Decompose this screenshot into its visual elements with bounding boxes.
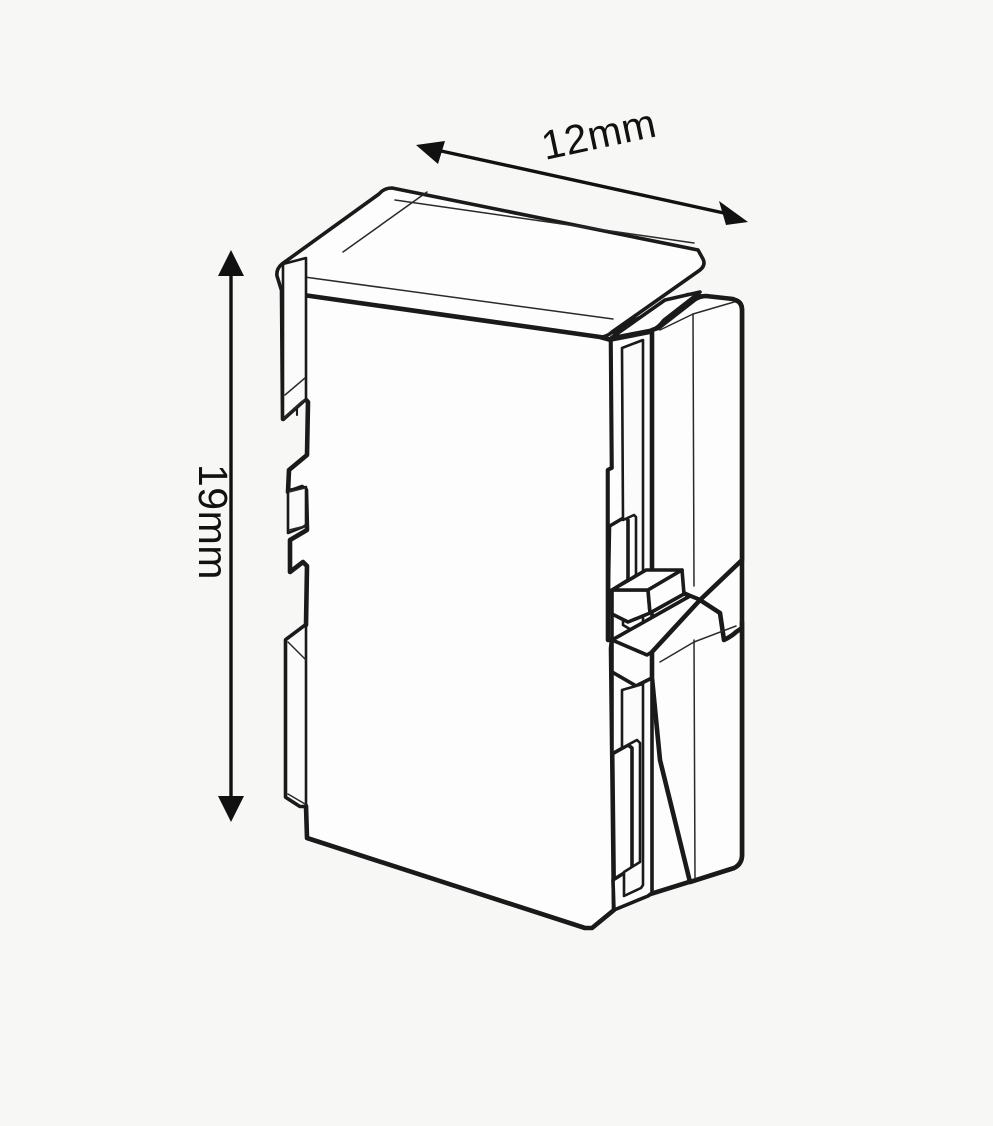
left-upper-recess-base <box>283 399 305 419</box>
right-lower-rail-inner <box>620 682 645 898</box>
dimension-height-19mm: 19mm <box>190 250 244 822</box>
bottom-front-edge <box>305 836 587 930</box>
dimension-width-arrowhead-right <box>719 201 748 225</box>
left-middle-tab-bottom <box>288 525 306 531</box>
dimension-height-arrowhead-bottom <box>218 796 244 822</box>
front-right-border <box>598 335 613 342</box>
enclosure-part <box>275 186 745 931</box>
right-upper-post-fold <box>692 313 695 587</box>
left-lower-recess <box>284 623 308 808</box>
dimension-height-label: 19mm <box>190 464 236 580</box>
right-lower-post <box>649 597 745 885</box>
right-upper-post <box>649 293 745 603</box>
right-lower-post-fold <box>693 639 696 879</box>
left-lower-recess-top-fold <box>287 641 307 661</box>
dimension-width-line <box>431 147 734 217</box>
left-upper-recess <box>281 256 308 421</box>
left-notch-step-upper <box>286 453 309 494</box>
top-face-lid-step <box>342 191 428 253</box>
dimension-height-arrowhead-top <box>218 250 244 276</box>
left-middle-tab-top <box>288 487 306 493</box>
front-face <box>279 289 617 931</box>
top-face-seam-outer <box>296 275 614 320</box>
right-lower-post-top-fold <box>659 625 737 663</box>
left-notch-step-lower <box>288 528 309 574</box>
left-lower-recess-bottom-fold <box>287 793 306 805</box>
left-upper-recess-fold <box>284 377 306 396</box>
middle-key-tab-right <box>646 568 686 615</box>
middle-key-tab-left <box>610 588 652 624</box>
right-upper-post-top-fold <box>659 301 735 331</box>
top-face-seam-inner <box>394 199 695 244</box>
dimension-width-arrowhead-left <box>416 141 445 164</box>
